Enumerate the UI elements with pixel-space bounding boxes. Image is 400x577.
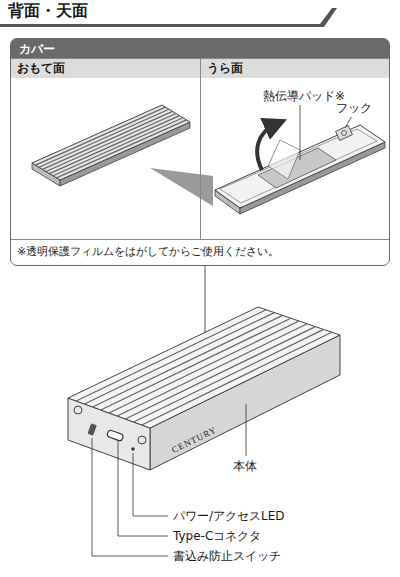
rib <box>125 327 315 419</box>
panel-header: カバー <box>11 39 389 58</box>
note-text: ※透明保護フィルムをはがしてからご使用ください。 <box>17 244 279 259</box>
rib <box>117 324 307 416</box>
rib <box>134 329 324 422</box>
part-label: 本体 <box>232 458 258 475</box>
part-label: 熱伝導パッド※ <box>262 88 346 105</box>
rib <box>50 116 180 174</box>
led <box>131 447 135 451</box>
part-label: フック <box>335 100 373 117</box>
panel-header: うら面 <box>201 59 389 78</box>
device-body <box>68 307 340 556</box>
type-c-port <box>106 430 123 442</box>
panel-header: おもて面 <box>11 59 200 78</box>
cover-panel: カバー ※透明保護フィルムをはがしてからご使用ください。 おもて面うら面 <box>10 38 390 266</box>
rib <box>39 109 169 167</box>
hook <box>336 126 353 141</box>
rib <box>93 315 283 407</box>
write-protect-switch <box>87 423 96 435</box>
pointer <box>150 168 213 206</box>
rib <box>53 118 183 176</box>
rib <box>101 318 291 410</box>
rib <box>142 332 332 425</box>
view-cell: おもて面 <box>11 58 201 240</box>
part-label: 書込み防止スイッチ <box>172 548 282 565</box>
rib <box>76 310 266 401</box>
rib <box>46 114 176 172</box>
rib <box>43 111 173 169</box>
cover-underside <box>215 104 385 214</box>
rib <box>84 313 274 404</box>
section-title: 背面・天面 <box>8 1 88 22</box>
leader-line <box>205 266 206 336</box>
part-label: パワー/アクセスLED <box>172 508 286 525</box>
rib <box>36 107 166 165</box>
rib <box>109 321 299 413</box>
rib <box>57 120 187 178</box>
part-label: Type-Cコネクタ <box>172 528 262 545</box>
peel-arrow <box>257 124 276 170</box>
view-cell: うら面 <box>201 58 389 240</box>
